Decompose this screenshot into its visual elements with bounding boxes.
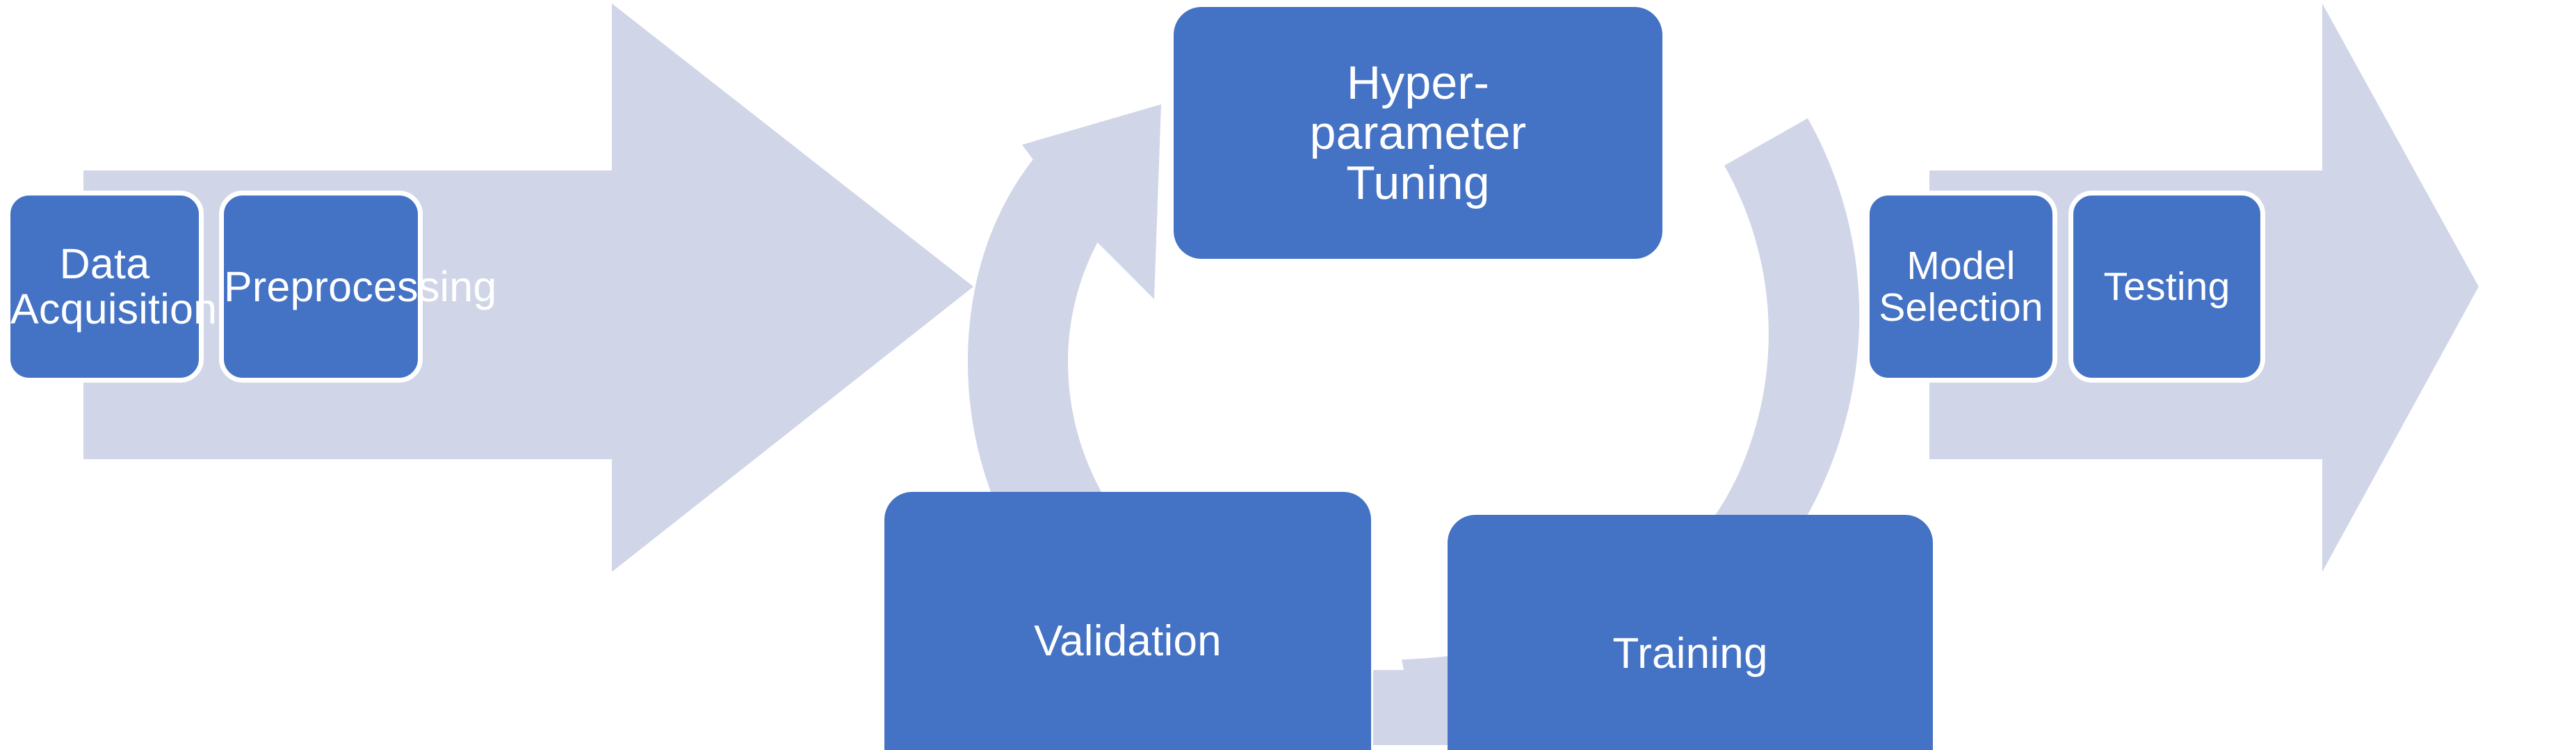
stage-label-preprocessing: Preprocessing [224, 262, 497, 310]
stage-label-validation: Validation [1034, 617, 1222, 666]
cycle-arrow-tail [1373, 670, 1450, 745]
stage-label-training: Training [1612, 630, 1768, 678]
stage-testing[interactable]: Testing [2068, 191, 2265, 383]
stage-preprocessing[interactable]: Preprocessing [219, 191, 497, 383]
stage-label-model-selection: Model Selection [1879, 243, 2043, 330]
stage-validation[interactable]: Validation [884, 492, 1371, 750]
stage-model-selection[interactable]: Model Selection [1865, 191, 2057, 383]
stage-training[interactable]: Training [1448, 515, 1933, 750]
stage-label-testing: Testing [2103, 264, 2230, 309]
left-arrow-icon [83, 3, 973, 572]
stage-hyperparameter-tuning[interactable]: Hyper- parameter Tuning [1174, 7, 1662, 259]
stage-label-data-acquisition: Data Acquisition [10, 240, 218, 333]
stage-data-acquisition[interactable]: Data Acquisition [6, 191, 218, 383]
stage-label-hyperparameter-tuning: Hyper- parameter Tuning [1309, 56, 1527, 210]
